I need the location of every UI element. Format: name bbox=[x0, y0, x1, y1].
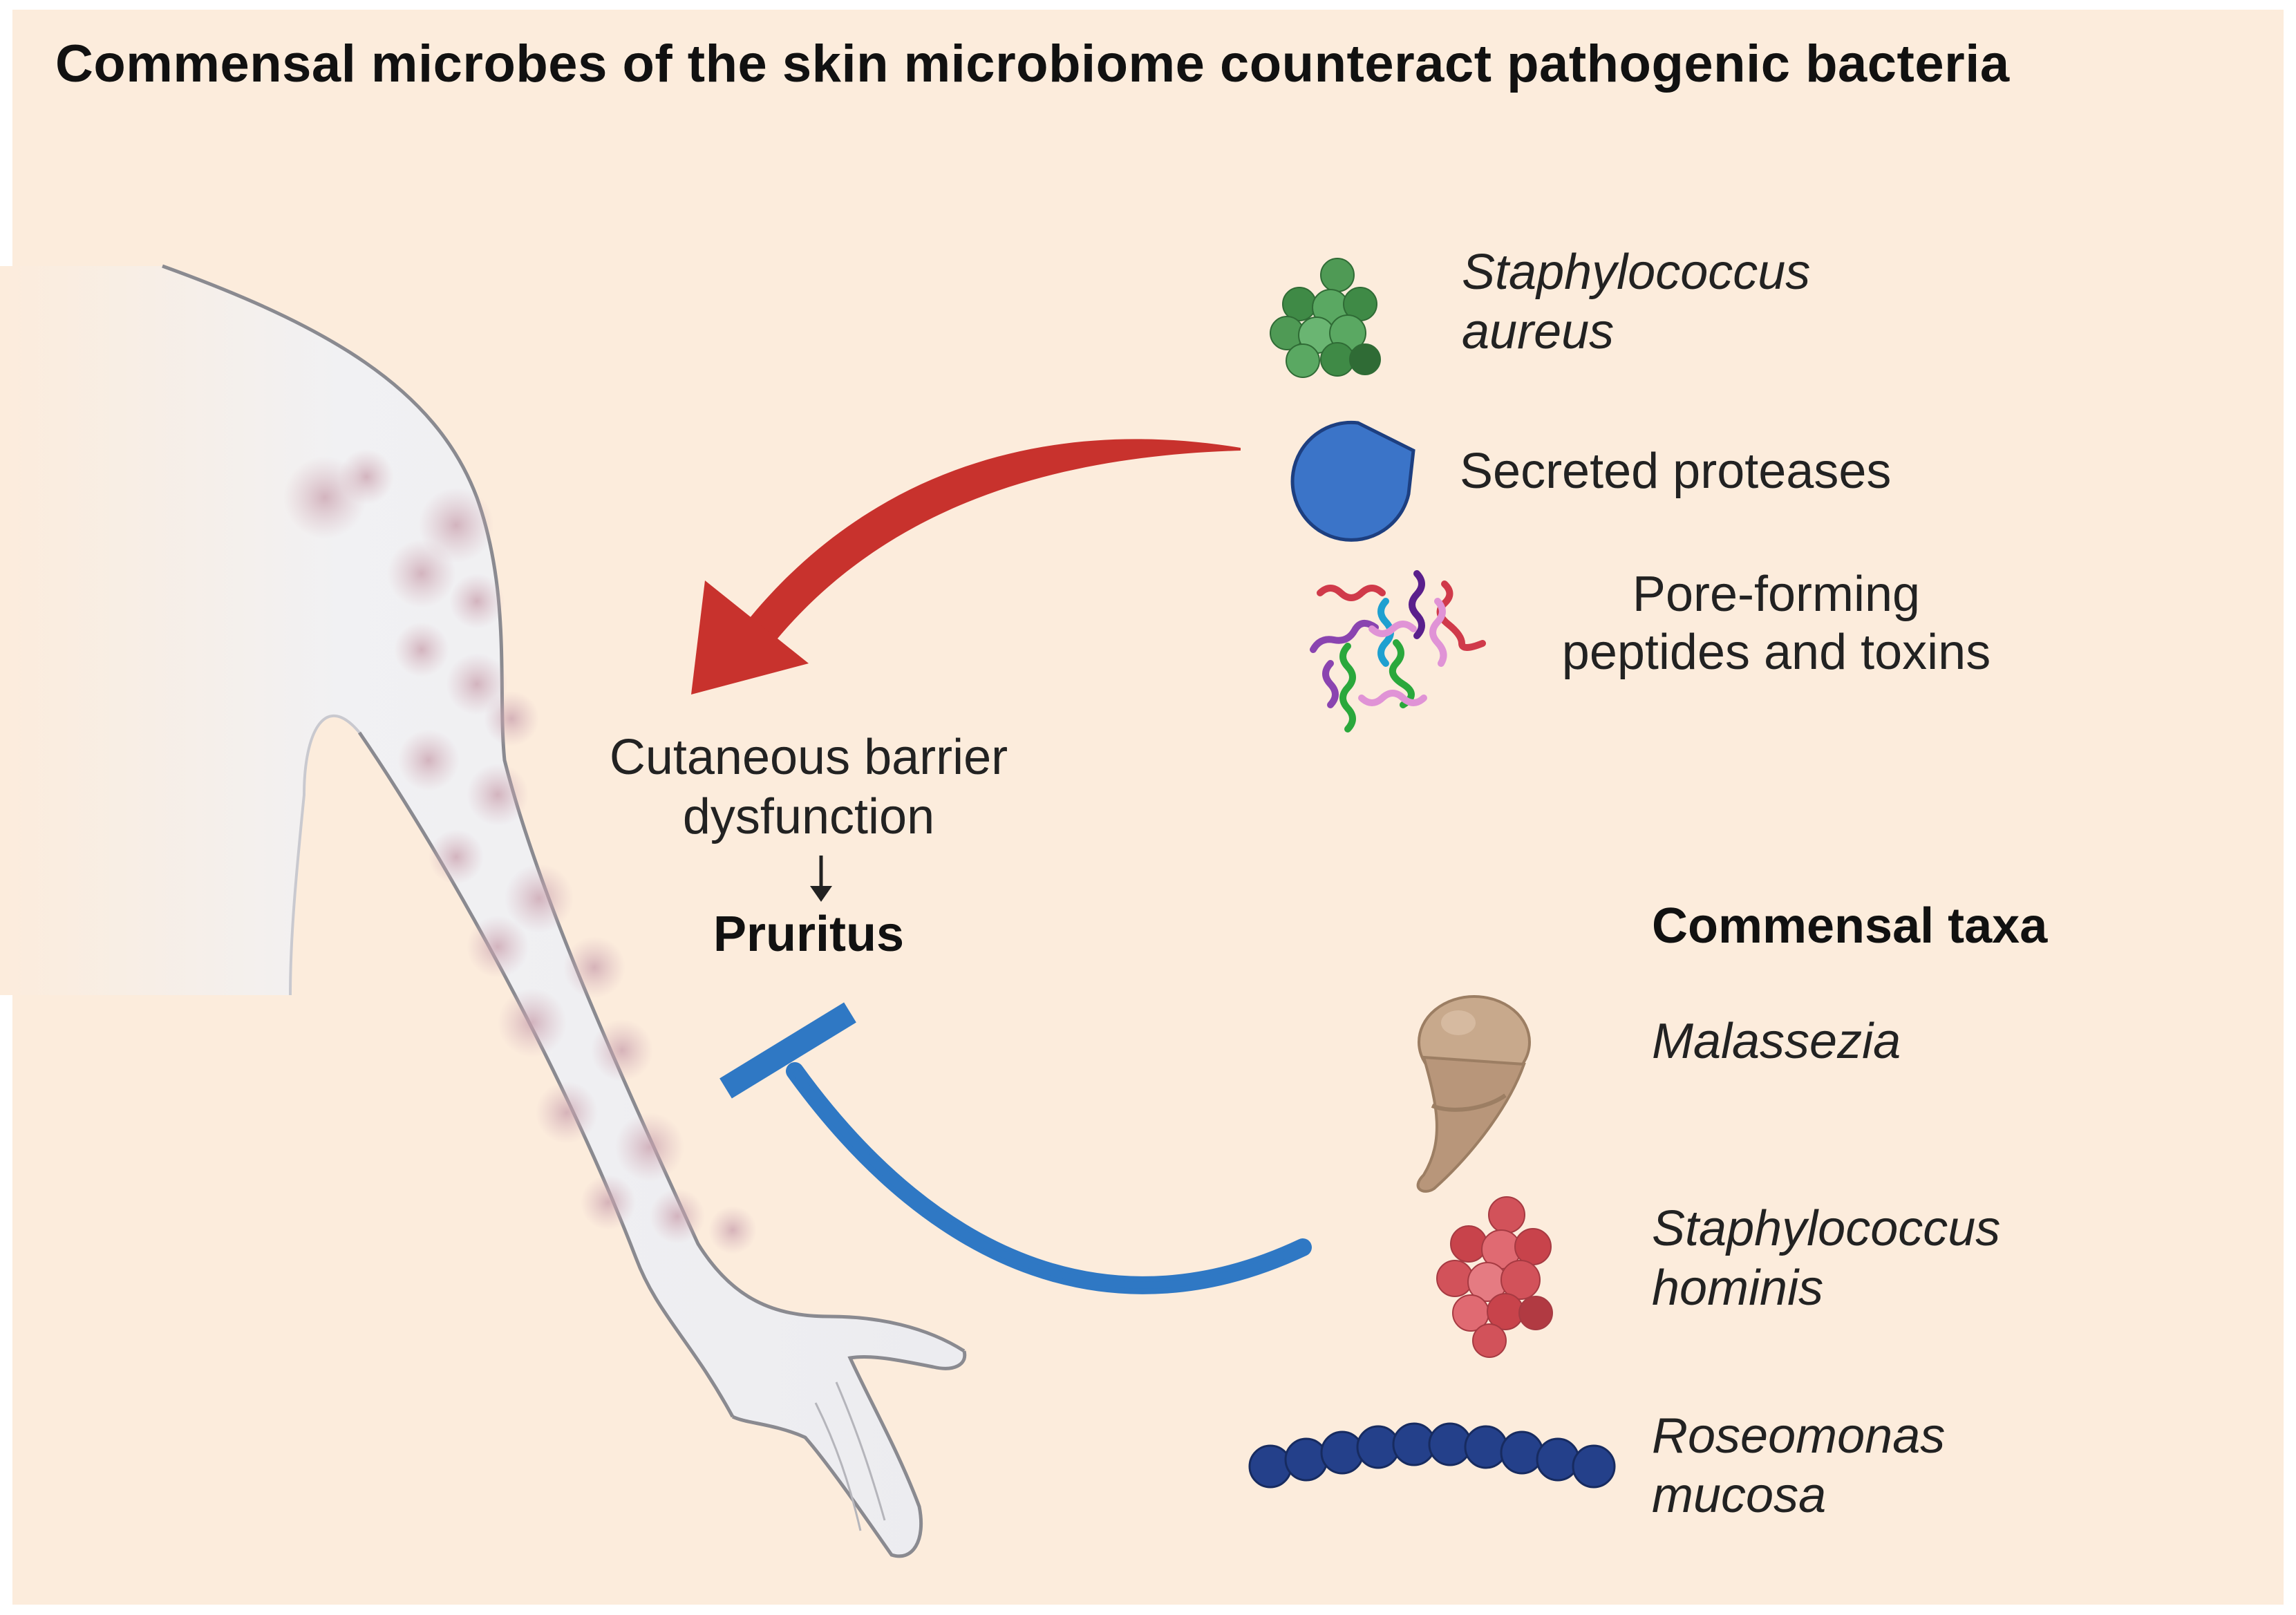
barrier-label-line1: Cutaneous barrier bbox=[609, 730, 1008, 785]
aureus-label-line1: Staphylococcus bbox=[1462, 245, 1811, 300]
barrier-label-line2: dysfunction bbox=[682, 789, 935, 844]
finger-lines bbox=[814, 1381, 886, 1531]
skin-lesions bbox=[283, 449, 757, 1254]
hand-outline bbox=[731, 1350, 967, 1558]
pathogen-effect-arrow bbox=[691, 439, 1241, 695]
proteases-label: Secreted proteases bbox=[1460, 444, 1892, 499]
toxins-icon bbox=[1310, 570, 1486, 733]
roseomonas-label-line2: mucosa bbox=[1652, 1468, 1827, 1523]
figure-background bbox=[12, 10, 2284, 1605]
arm-illustration bbox=[0, 264, 967, 1558]
arm-outline-lower bbox=[357, 731, 735, 1418]
pruritus-label: Pruritus bbox=[713, 907, 905, 962]
toxins-label-line1: Pore-forming bbox=[1632, 567, 1921, 622]
inhibition-arrow bbox=[719, 1002, 1312, 1294]
roseomonas-label-line1: Roseomonas bbox=[1652, 1408, 1946, 1464]
malassezia-icon bbox=[1416, 995, 1531, 1193]
roseomonas-mucosa-icon bbox=[1248, 1422, 1616, 1489]
hominis-label-line1: Staphylococcus bbox=[1652, 1201, 2001, 1256]
protease-icon bbox=[1290, 420, 1415, 542]
aureus-label-line2: aureus bbox=[1462, 304, 1615, 359]
commensal-heading: Commensal taxa bbox=[1652, 898, 2048, 954]
figure-title: Commensal microbes of the skin microbiom… bbox=[55, 35, 2010, 93]
malassezia-label: Malassezia bbox=[1652, 1014, 1901, 1069]
hominis-label-line2: hominis bbox=[1652, 1260, 1824, 1316]
arm-fold bbox=[289, 715, 361, 996]
arm-silhouette bbox=[0, 266, 965, 1556]
down-arrow-icon bbox=[810, 856, 832, 902]
staphylococcus-hominis-icon bbox=[1436, 1196, 1553, 1358]
toxins-label-line2: peptides and toxins bbox=[1561, 625, 1991, 680]
staphylococcus-aureus-icon bbox=[1270, 258, 1381, 378]
